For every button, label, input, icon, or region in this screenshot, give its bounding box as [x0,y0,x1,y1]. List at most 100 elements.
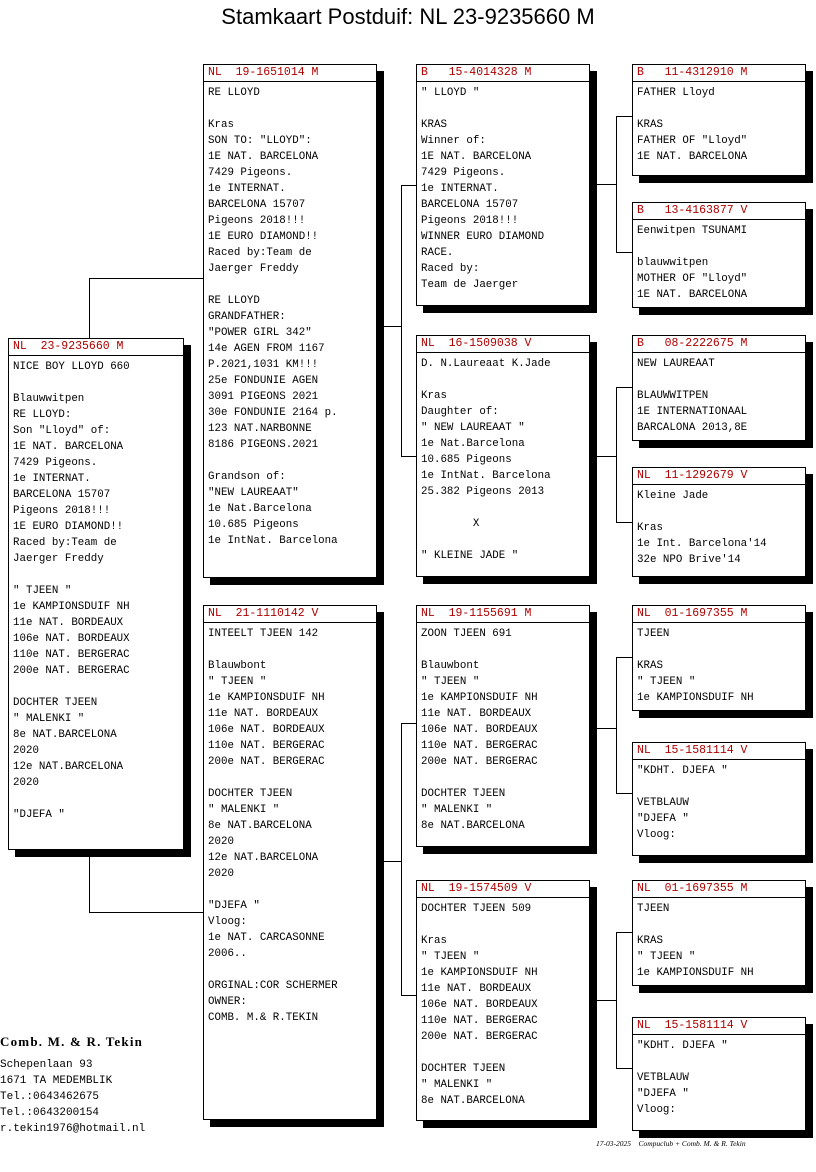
detail-line [637,917,805,933]
detail-line: Vloog: [208,916,247,928]
detail-line: Kras [421,935,447,947]
detail-line: "KDHT. DJEFA " [637,765,728,777]
detail-line: Kras [637,522,663,534]
detail-line [208,101,376,117]
connector-line [616,1068,632,1069]
detail-line: 106e NAT. BORDEAUX [421,724,538,736]
detail-line: 8e NAT.BARCELONA [13,729,117,741]
ring-divider [633,81,805,82]
detail-line: Winner of: [421,135,486,147]
detail-line: 1e KAMPIONSDUIF NH [637,692,754,704]
ring-number: B 08-2222675 M [637,337,748,350]
detail-line: "DJEFA " [13,809,65,821]
detail-line: 25.382 Pigeons 2013 [421,486,545,498]
detail-line: Vloog: [637,829,676,841]
detail-line: 25e FONDUNIE AGEN [208,375,319,387]
detail-line: 3091 PIGEONS 2021 [208,391,319,403]
detail-line: KRAS [637,660,663,672]
connector-line [401,723,417,724]
ring-divider [633,759,805,760]
detail-line: Jaerger Freddy [13,553,104,565]
detail-line: 1E NAT. BARCELONA [421,151,532,163]
ring-number: NL 16-1509038 V [421,337,532,350]
detail-line: 1e INTERNAT. [421,183,499,195]
detail-line [208,277,376,293]
ring-number: NL 01-1697355 M [637,882,748,895]
detail-line: 11e NAT. BORDEAUX [13,617,124,629]
detail-line: NICE BOY LLOYD 660 [13,361,130,373]
detail-line: D. N.Laureaat K.Jade [421,358,551,370]
ring-number: NL 23-9235660 M [13,340,124,353]
detail-line [13,567,183,583]
detail-line [637,1054,805,1070]
owner-address: Schepenlaan 93 [0,1059,93,1071]
detail-line: 1e NAT. CARCASONNE [208,932,325,944]
ring-number: NL 21-1110142 V [208,607,319,620]
detail-line [637,779,805,795]
detail-line [208,962,376,978]
detail-line: FATHER Lloyd [637,87,715,99]
detail-line [637,239,805,255]
connector-line [616,387,617,522]
detail-line: BARCELONA 15707 [421,199,519,211]
detail-line: 200e NAT. BERGERAC [421,756,538,768]
detail-line: Daughter of: [421,406,499,418]
detail-line: 123 NAT.NARBONNE [208,423,312,435]
detail-line: 30e FONDUNIE 2164 p. [208,407,338,419]
detail-line: 1e IntNat. Barcelona [208,535,338,547]
ring-divider [633,219,805,220]
detail-line: 7429 Pigeons. [208,167,293,179]
ring-divider [204,622,376,623]
detail-line: 110e NAT. BERGERAC [13,649,130,661]
detail-line: Pigeons 2018!!! [13,505,111,517]
owner-phone-2: Tel.:0643200154 [0,1107,100,1119]
connector-line [616,522,632,523]
owner-block: Comb. M. & R. Tekin Schepenlaan 93 1671 … [0,1033,145,1137]
detail-line: 12e NAT.BARCELONA [208,852,319,864]
detail-line: " MALENKI " [208,804,280,816]
connector-line [616,657,617,793]
connector-line [376,861,402,862]
owner-email[interactable]: r.tekin1976@hotmail.nl [0,1123,146,1135]
detail-line: 8186 PIGEONS.2021 [208,439,319,451]
detail-line [13,679,183,695]
detail-line: DOCHTER TJEEN [208,788,293,800]
ring-number: B 11-4312910 M [637,66,748,79]
detail-line: SON TO: "LLOYD": [208,135,312,147]
detail-line: 1E INTERNATIONAAL [637,406,748,418]
connector-line [401,723,402,996]
detail-line: VETBLAUW [637,1072,689,1084]
ring-number: B 13-4163877 V [637,204,748,217]
detail-line: ZOON TJEEN 691 [421,628,512,640]
detail-line: Raced by:Team de [208,247,312,259]
detail-line: blauwwitpen [637,257,709,269]
detail-line: ORGINAL:COR SCHERMER [208,980,338,992]
detail-line: 2020 [13,777,39,789]
detail-line: 110e NAT. BERGERAC [208,740,325,752]
detail-line: Raced by: [421,263,480,275]
detail-line: 1E NAT. BARCELONA [637,289,748,301]
detail-line: " TJEEN " [421,676,480,688]
detail-line [421,101,589,117]
detail-line: 32e NPO Brive'14 [637,554,741,566]
connector-line [401,185,402,457]
detail-line: RE LLOYD [208,295,260,307]
detail-line: TJEEN [637,628,670,640]
detail-line: 1e Nat.Barcelona [208,503,312,515]
owner-name: Comb. M. & R. Tekin [0,1034,144,1049]
connector-line [616,793,632,794]
detail-line: RE LLOYD [208,87,260,99]
detail-line: " TJEEN " [13,585,72,597]
detail-line: 1e Nat.Barcelona [421,438,525,450]
detail-line: 1E EURO DIAMOND!! [208,231,319,243]
detail-line: P.2021,1031 KM!!! [208,359,319,371]
detail-line: Jaerger Freddy [208,263,299,275]
detail-line: 200e NAT. BERGERAC [421,1031,538,1043]
detail-line: DOCHTER TJEEN [421,1063,506,1075]
detail-line [208,642,376,658]
